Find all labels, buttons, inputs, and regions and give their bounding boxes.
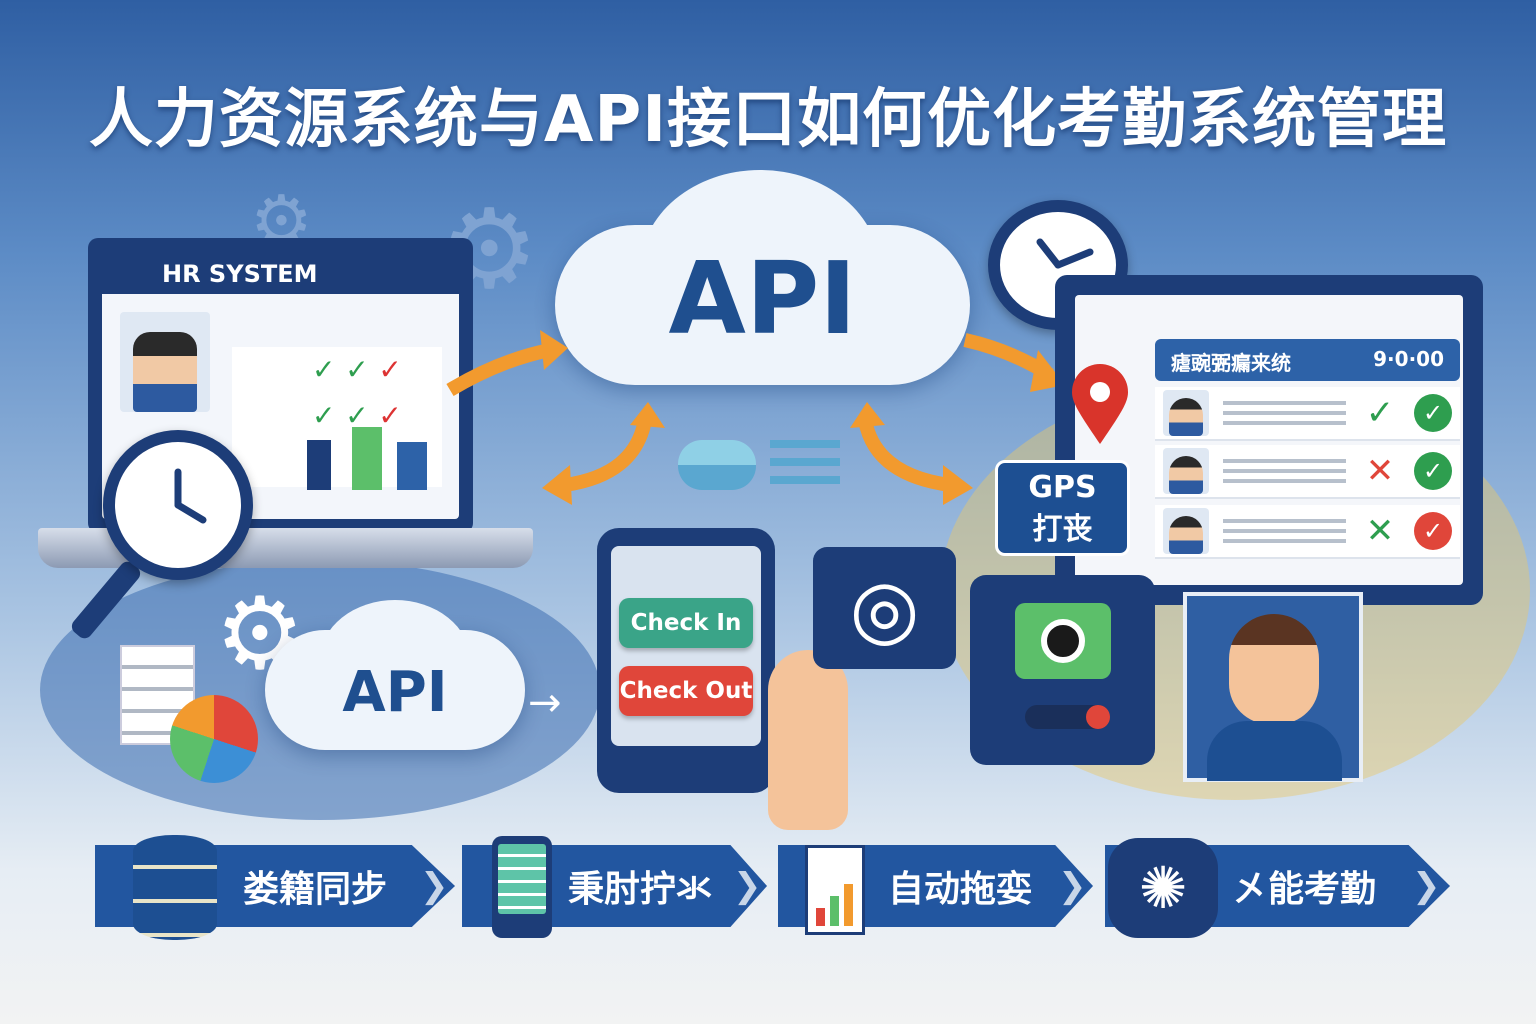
brain-icon: ✺ [1108, 838, 1218, 938]
feature-label: 秉肘拧氺 [568, 869, 713, 910]
gps-badge: GPS 打丧 [995, 460, 1130, 556]
employee-avatar [120, 312, 210, 412]
pie-chart-icon [170, 695, 258, 783]
row-mark: ✓ [1365, 393, 1395, 433]
data-sync-icon [678, 440, 756, 490]
attendance-header: 瘧豌弻瘺来统 9·0·00 [1155, 339, 1460, 381]
mobile-phone: Check In Check Out [597, 528, 775, 793]
data-list-icon [770, 440, 840, 490]
bidirectional-arrow-icon [542, 402, 665, 505]
check-grid: ✓ ✓ ✓✓ ✓ ✓ [232, 347, 442, 487]
attendance-row: ✓✓ [1155, 387, 1460, 441]
feature-label: 自动拖娈 [888, 869, 1033, 910]
hr-system-laptop: HR SYSTEM ✓ ✓ ✓✓ ✓ ✓ [88, 238, 473, 533]
chevron-right-icon: ❯ [1058, 866, 1087, 906]
bidirectional-arrow-icon [850, 402, 973, 505]
status-badge: ✓ [1414, 394, 1452, 432]
chevron-right-icon: ❯ [420, 866, 449, 906]
location-pin-icon [1072, 364, 1128, 444]
report-icon [805, 845, 865, 935]
attendance-time: 9·0·00 [1373, 347, 1444, 371]
api-cloud-small-label: API [342, 660, 448, 725]
gps-label: GPS [1028, 470, 1097, 505]
attendance-title: 瘧豌弻瘺来统 [1171, 351, 1291, 375]
arrow-icon [446, 330, 568, 397]
mobile-icon [492, 836, 552, 938]
avatar [1163, 508, 1209, 554]
arrow-right-icon: → [528, 680, 562, 726]
camera-icon [1041, 619, 1085, 663]
face-icon [1229, 614, 1319, 724]
arrow-icon [963, 333, 1065, 392]
hr-system-label: HR SYSTEM [102, 252, 459, 294]
check-out-button[interactable]: Check Out [619, 666, 753, 716]
row-mark: ✕ [1365, 511, 1395, 551]
chevron-right-icon: ❯ [1412, 866, 1441, 906]
database-icon [133, 835, 217, 940]
gps-checkin-label: 打丧 [1032, 512, 1093, 547]
face-recognition-device [970, 575, 1155, 765]
fingerprint-icon: ◎ [849, 561, 920, 655]
check-in-button[interactable]: Check In [619, 598, 753, 648]
face-scan-frame [1183, 592, 1363, 782]
chevron-right-icon: ❯ [733, 866, 762, 906]
feature-label: 娄籍同步 [243, 869, 388, 910]
row-mark: ✕ [1365, 451, 1395, 491]
status-badge: ✓ [1414, 512, 1452, 550]
api-cloud-label: API [668, 240, 857, 357]
page-title: 人力资源系统与API接口如何优化考勤系统管理 [88, 83, 1448, 157]
feature-label: 㐅能考勤 [1232, 869, 1377, 910]
attendance-row: ✕✓ [1155, 505, 1460, 559]
clock-icon [103, 430, 253, 580]
fingerprint-scanner: ◎ [813, 547, 956, 669]
status-badge: ✓ [1414, 452, 1452, 490]
attendance-row: ✕✓ [1155, 445, 1460, 499]
avatar [1163, 448, 1209, 494]
hand [768, 650, 848, 830]
avatar [1163, 390, 1209, 436]
